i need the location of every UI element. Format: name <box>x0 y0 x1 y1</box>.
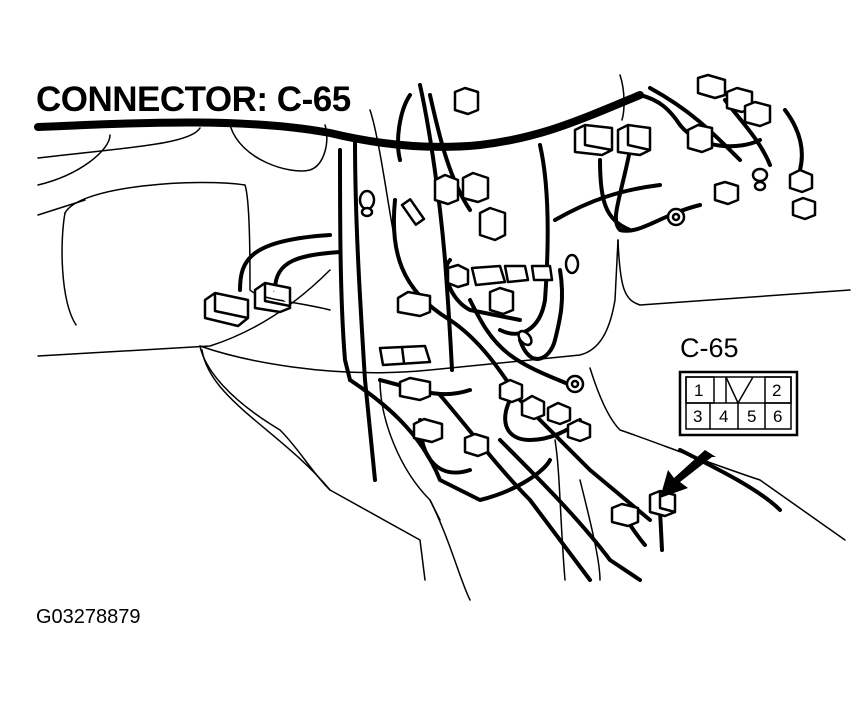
dashboard-outline <box>37 74 851 601</box>
wire-bundle <box>238 83 804 582</box>
arrow-pointer-icon <box>660 450 716 498</box>
main-harness <box>34 91 644 151</box>
pin-2: 2 <box>772 381 782 400</box>
diagram-title: CONNECTOR: C-65 <box>36 80 351 119</box>
connector-face-inset <box>678 370 799 437</box>
terminals <box>358 167 769 394</box>
pin-4: 4 <box>719 407 729 426</box>
connectors <box>203 73 817 528</box>
pin-3: 3 <box>693 407 703 426</box>
pin-1: 1 <box>694 381 704 400</box>
figure-id: G03278879 <box>36 606 141 628</box>
inset-connector-label: C-65 <box>680 333 739 363</box>
pin-6: 6 <box>773 407 783 426</box>
triangle-key-icon <box>725 376 754 405</box>
pin-5: 5 <box>747 407 757 426</box>
